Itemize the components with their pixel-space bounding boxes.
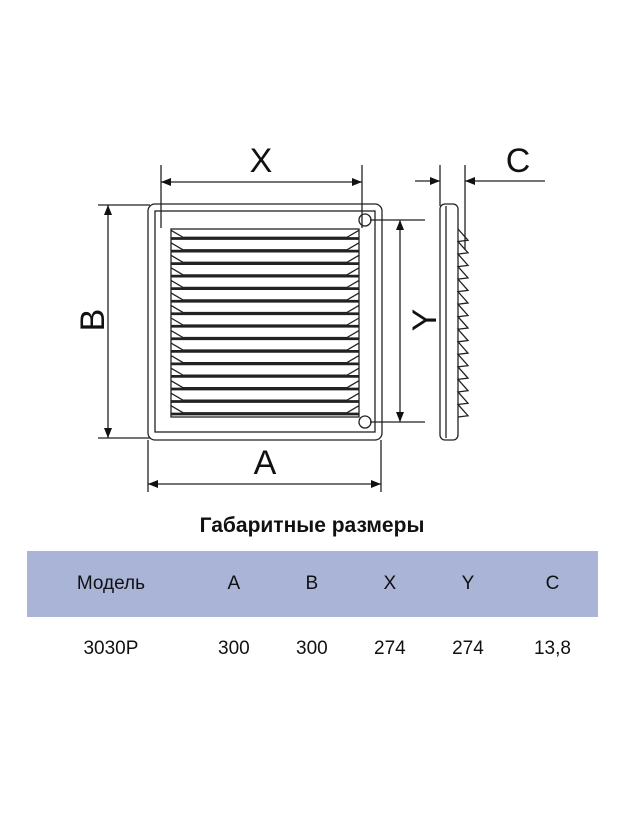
header-model: Модель xyxy=(27,551,195,617)
header-a: A xyxy=(194,551,273,617)
label-c: C xyxy=(506,142,531,180)
cell-y: 274 xyxy=(452,638,484,659)
screw-hole-top xyxy=(358,213,372,227)
cell-a: 300 xyxy=(218,638,250,659)
cell-c: 13,8 xyxy=(533,638,571,659)
louvers xyxy=(170,229,360,416)
label-x: X xyxy=(250,142,273,180)
dimensions-table: Модель A B X Y C 3030P 300 300 274 274 1… xyxy=(27,551,598,681)
table-title: Габаритные размеры xyxy=(199,514,425,537)
table-header-row: Модель A B X Y C xyxy=(27,551,598,617)
side-view-frame xyxy=(439,203,459,441)
header-x: X xyxy=(350,551,429,617)
cell-model: 3030P xyxy=(83,638,139,659)
cell-b: 300 xyxy=(296,638,328,659)
grille-dimension-drawing: X A C B Y xyxy=(74,142,545,492)
grille-inner-frame xyxy=(154,210,376,433)
louver-area xyxy=(170,228,360,418)
header-b: B xyxy=(272,551,351,617)
table-row: 3030P 300 300 274 274 13,8 xyxy=(27,617,598,681)
header-y: Y xyxy=(428,551,507,617)
grille-outer-frame xyxy=(147,203,383,441)
label-a: A xyxy=(254,444,277,482)
side-view-louvers xyxy=(456,228,470,418)
label-b: B xyxy=(74,309,112,332)
screw-hole-bottom xyxy=(358,415,372,429)
cell-x: 274 xyxy=(374,638,406,659)
label-y: Y xyxy=(406,309,444,332)
header-c: C xyxy=(506,551,598,617)
